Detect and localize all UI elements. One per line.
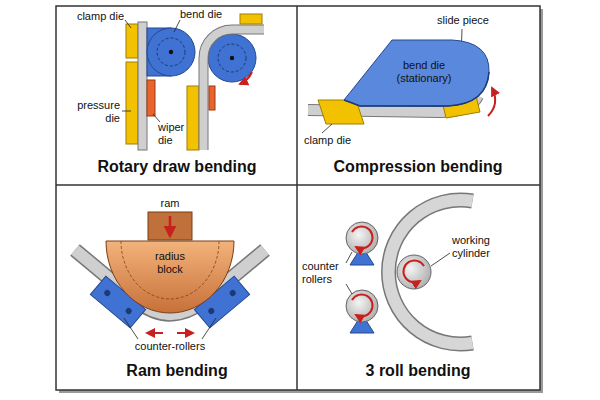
part-label: clamp die bbox=[304, 134, 364, 147]
part-label: slide piece bbox=[428, 14, 498, 27]
frame bbox=[56, 6, 540, 390]
part-name: radius block bbox=[142, 250, 198, 275]
ram-figure bbox=[75, 212, 265, 333]
rotary-draw-figure bbox=[187, 14, 264, 150]
three-roll-figure bbox=[346, 200, 473, 344]
grid-line bbox=[296, 6, 298, 390]
part-label: counter-rollers bbox=[115, 340, 225, 353]
method-title: 3 roll bending bbox=[366, 362, 471, 380]
method-panel: Ram bending radius block bbox=[57, 185, 297, 389]
part-label: bend die bbox=[180, 8, 230, 21]
method-title: Compression bending bbox=[334, 158, 503, 176]
method-title: Ram bending bbox=[126, 362, 227, 380]
method-title: Rotary draw bending bbox=[97, 158, 256, 176]
grid-line bbox=[56, 184, 540, 186]
part-label: wiper die bbox=[158, 121, 198, 146]
method-panel: Rotary draw bending bbox=[57, 7, 297, 185]
method-panel: Compression bending bend die (stationary) bbox=[297, 7, 539, 185]
bend-die-shape: bend die (stationary) bbox=[340, 34, 492, 110]
part-label: counter rollers bbox=[302, 260, 346, 285]
method-panel: 3 roll bending bbox=[297, 185, 539, 389]
part-label: clamp die bbox=[70, 10, 124, 23]
part-name: bend die (stationary) bbox=[389, 59, 459, 84]
radius-block-shape: radius block bbox=[105, 240, 235, 315]
part-label: working cylinder bbox=[452, 234, 522, 259]
part-label: pressure die bbox=[66, 99, 120, 124]
part-label: ram bbox=[150, 197, 190, 210]
